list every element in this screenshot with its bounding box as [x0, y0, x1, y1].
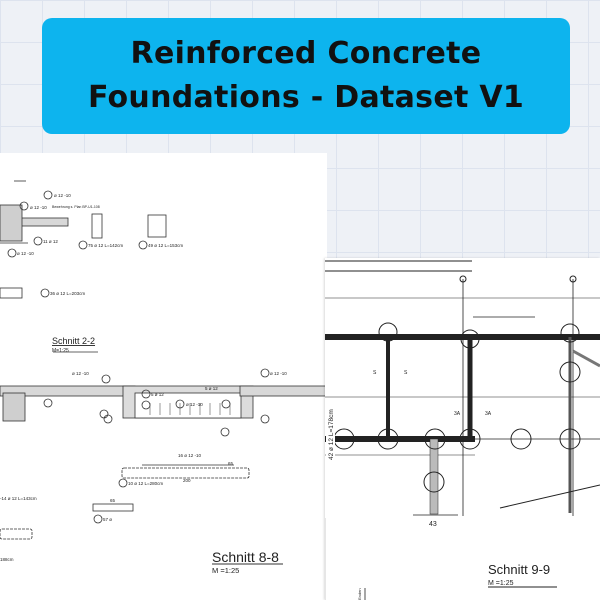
side-note-backdrop — [326, 404, 335, 462]
annotation: 57 ø — [103, 517, 112, 522]
annotation: 10 ø 12 L=280cm — [128, 481, 163, 486]
bar-shape-16 — [121, 467, 250, 479]
annotation: 65 — [110, 498, 116, 503]
section-title: Schnitt 8-8 — [212, 549, 279, 565]
dimension-label: 43 — [429, 521, 437, 528]
drawing-section-9: S S 3A 3A 43 42 ø 12 L=178cm Enden Schni… — [325, 260, 600, 600]
section-scale: M =1:25 — [488, 580, 514, 587]
slab-shape — [0, 217, 69, 227]
section-mark: 3A — [454, 411, 461, 417]
annotation: ø 12 -10 — [54, 193, 71, 198]
annotation: 75 ø 12 L=142cm — [88, 243, 123, 248]
bar-shape-21 — [92, 503, 134, 512]
annotation: ø 12 -10 — [72, 371, 89, 376]
section-mark: S — [404, 370, 408, 376]
annotation: 200 — [183, 478, 191, 483]
annotation: ø 12 -10 — [270, 371, 287, 376]
annotation: ø 12 -10 — [30, 205, 47, 210]
section-title: Schnitt 2-2 — [52, 336, 95, 346]
rebar-side-annotation: 42 ø 12 L=178cm — [328, 409, 335, 460]
stirrup-shape-3 — [91, 213, 103, 239]
annotation: Enden — [357, 588, 362, 600]
banner-title-line1: Reinforced Concrete — [130, 36, 482, 71]
annotation: 5 ø 12 — [205, 386, 218, 391]
section-title: Schnitt 9-9 — [488, 562, 550, 577]
annotation: 5 ø 12 — [151, 392, 164, 397]
foundation-shape — [0, 204, 23, 242]
annotation: -14 ø 12 L=143cm — [0, 496, 37, 501]
annotation: 11 ø 12 — [43, 239, 58, 244]
section-scale: M=1:25 — [52, 348, 69, 354]
title-banner: Reinforced Concrete Foundations - Datase… — [42, 18, 570, 134]
section-scale: M =1:25 — [212, 566, 239, 575]
annotation: 188cm — [0, 557, 14, 562]
annotation: Bewehrung s. Plan BP-U1-108 — [52, 205, 100, 209]
stirrup-shape-4 — [147, 214, 167, 238]
drawing-sections-2-8: ø 12 -10 ø 12 -10 Bewehrung s. Plan BP-U… — [0, 180, 327, 575]
banner-title-line2: Foundations - Dataset V1 — [87, 80, 525, 115]
annotation: 36 ø 12 L=203cm — [50, 291, 85, 296]
annotation: 16 ø 12 -10 — [178, 453, 202, 458]
section-mark: 3A — [485, 411, 492, 417]
annotation: 65 — [228, 461, 234, 466]
annotation: 49 ø 12 L=153cm — [148, 243, 183, 248]
bar-shape-2 — [0, 287, 23, 299]
section-mark: S — [373, 370, 377, 376]
annotation: ø 12 -10 — [17, 251, 34, 256]
drawing-sheet-section-9: S S 3A 3A 43 42 ø 12 L=178cm Enden Schni… — [325, 258, 600, 600]
bar-mark — [43, 190, 53, 200]
annotation: ø 12 -10 — [186, 402, 203, 407]
drawing-sheet-sections-2-8: ø 12 -10 ø 12 -10 Bewehrung s. Plan BP-U… — [0, 153, 327, 600]
